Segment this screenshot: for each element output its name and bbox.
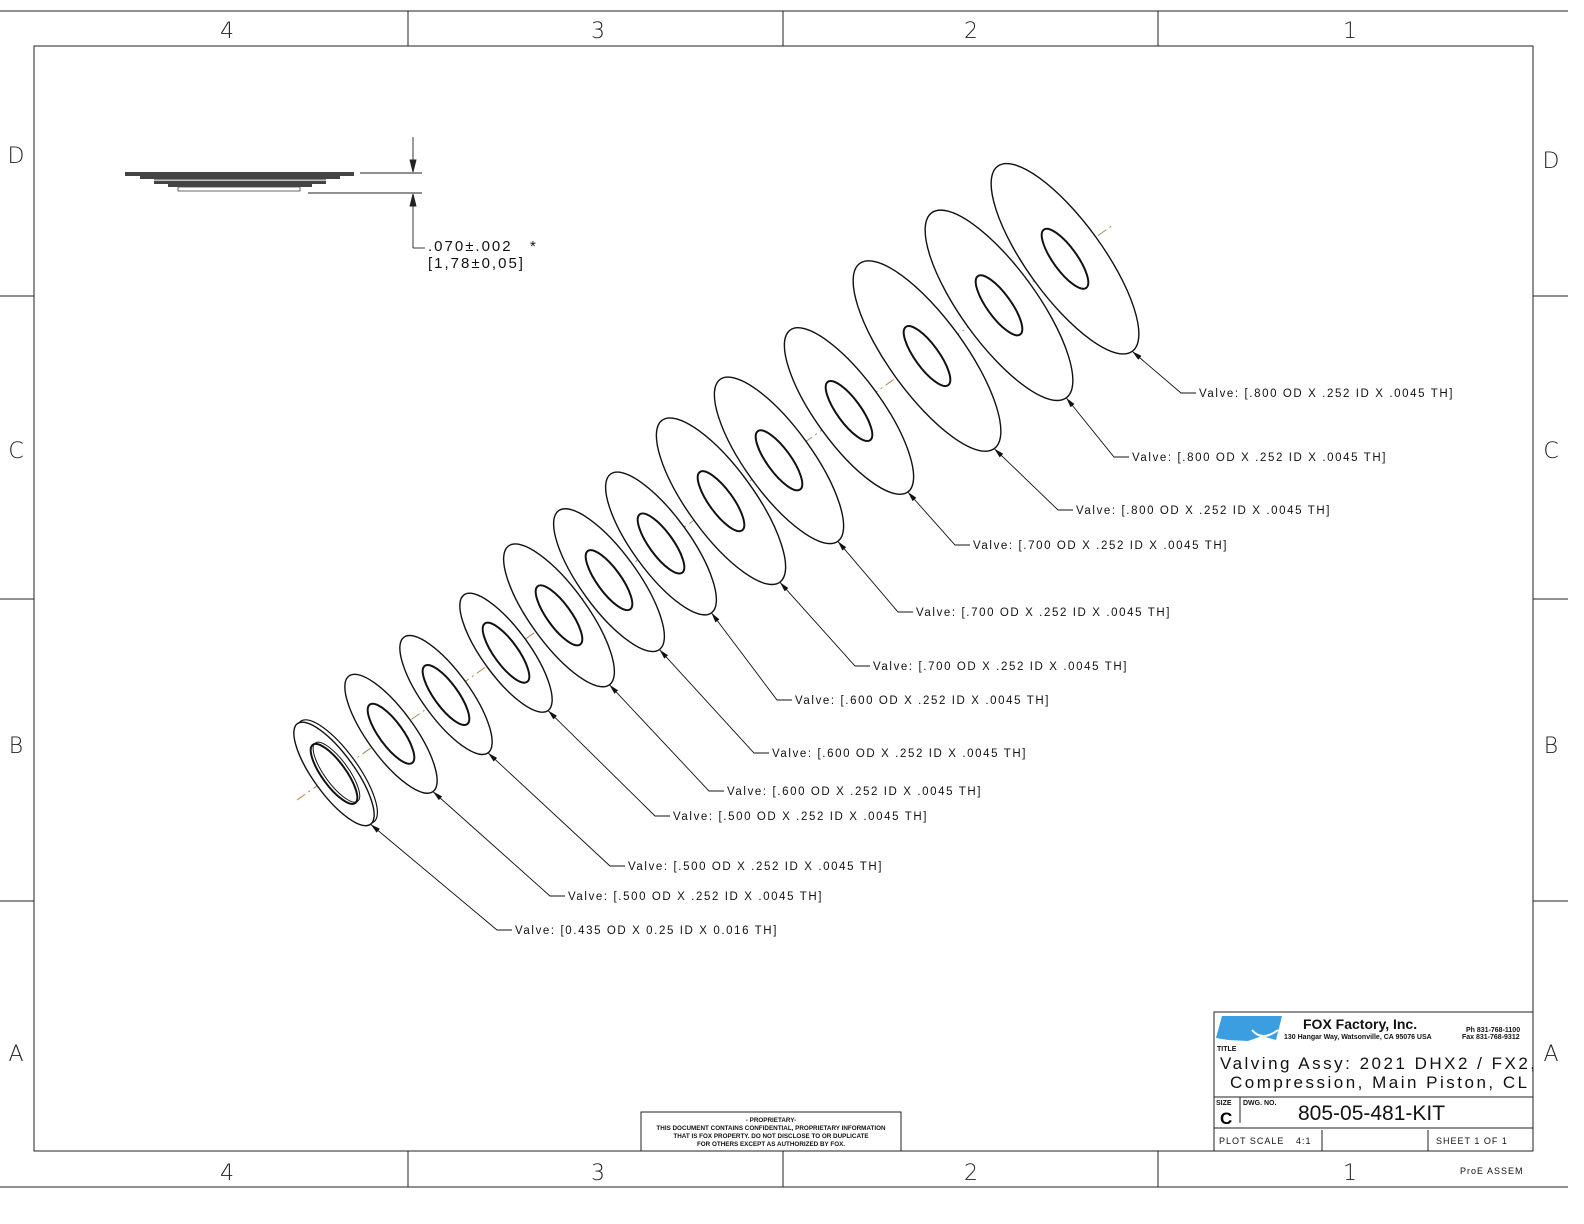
leader-line: [547, 710, 670, 817]
side-view-stack: [125, 172, 354, 192]
washer: [293, 719, 378, 827]
zone-col-3-bottom: 3: [591, 1161, 605, 1186]
exploded-washer-stack: [293, 162, 1140, 827]
thickness-dimension-metric: [1,78±0,05]: [428, 255, 525, 272]
leader-arrow-icon: [907, 491, 917, 502]
zone-row-d-left: D: [8, 144, 25, 169]
thickness-dimension-value: .070±.002: [428, 238, 513, 255]
washer: [502, 543, 616, 688]
washer: [990, 162, 1140, 355]
fox-logo: [1216, 1016, 1282, 1041]
leader-line: [370, 823, 512, 931]
valve-callout-label: Valve: [.700 OD X .252 ID X .0045 TH]: [916, 607, 1171, 619]
leader-line: [907, 491, 970, 546]
company-address: 130 Hangar Way, Watsonville, CA 95076 US…: [1284, 1034, 1432, 1041]
proprietary-notice: - PROPRIETARY- THIS DOCUMENT CONTAINS CO…: [640, 1111, 902, 1152]
size-value: C: [1220, 1109, 1232, 1128]
valve-callout-label: Valve: [0.435 OD X 0.25 ID X 0.016 TH]: [515, 925, 778, 937]
plot-scale-label: PLOT SCALE: [1219, 1136, 1284, 1146]
dimension-note-mark: *: [530, 238, 538, 255]
leader-line: [1131, 350, 1196, 394]
proprietary-line-1: THIS DOCUMENT CONTAINS CONFIDENTIAL, PRO…: [656, 1125, 886, 1132]
zone-row-d-right: D: [1543, 149, 1560, 174]
valve-callout-label: Valve: [.800 OD X .252 ID X .0045 TH]: [1076, 505, 1331, 517]
leader-arrow-icon: [994, 448, 1004, 458]
valve-callout-label: Valve: [.600 OD X .252 ID X .0045 TH]: [727, 786, 982, 798]
valve-callout-label: Valve: [.700 OD X .252 ID X .0045 TH]: [873, 661, 1128, 673]
leader-arrow-icon: [659, 649, 669, 659]
company-phone: Ph 831-768-1100: [1466, 1027, 1520, 1034]
company-name: FOX Factory, Inc.: [1303, 1016, 1417, 1032]
valve-callout-label: Valve: [.500 OD X .252 ID X .0045 TH]: [568, 891, 823, 903]
valve-callout-label: Valve: [.800 OD X .252 ID X .0045 TH]: [1132, 452, 1387, 464]
title-block: FOX Factory, Inc. 130 Hangar Way, Watson…: [1213, 1011, 1538, 1176]
leader-line: [1065, 397, 1129, 458]
size-label: SIZE: [1216, 1100, 1232, 1107]
zone-col-4-bottom: 4: [220, 1161, 234, 1186]
leader-line: [609, 684, 724, 792]
leader-arrow-icon: [370, 824, 380, 833]
sheet-number: SHEET 1 OF 1: [1436, 1136, 1508, 1146]
proprietary-line-2: THAT IS FOX PROPERTY. DO NOT DISCLOSE TO…: [673, 1133, 868, 1140]
zone-col-3-top: 3: [591, 19, 605, 44]
plot-scale-value: 4:1: [1296, 1136, 1312, 1146]
leader-arrow-icon: [609, 684, 619, 694]
valve-callout-label: Valve: [.700 OD X .252 ID X .0045 TH]: [973, 540, 1228, 552]
leader-line: [432, 791, 565, 897]
washer-outer-edge: [502, 543, 616, 688]
zone-row-a-left: A: [8, 1042, 23, 1067]
leader-arrow-icon: [779, 582, 789, 592]
zone-col-1-bottom: 1: [1343, 1161, 1357, 1186]
zone-col-1-top: 1: [1343, 19, 1357, 44]
leader-line: [487, 752, 625, 867]
zone-col-2-top: 2: [964, 19, 978, 44]
valve-callout-label: Valve: [.600 OD X .252 ID X .0045 TH]: [772, 748, 1027, 760]
leader-arrow-icon: [1066, 397, 1075, 408]
washer-inner-edge-back: [312, 741, 361, 803]
leader-line: [779, 581, 870, 667]
washer: [713, 376, 845, 545]
valve-callout-label: Valve: [.500 OD X .252 ID X .0045 TH]: [673, 811, 928, 823]
valve-callout-label: Valve: [.500 OD X .252 ID X .0045 TH]: [628, 861, 883, 873]
proprietary-line-3: FOR OTHERS EXCEPT AS AUTHORIZED BY FOX.: [697, 1141, 845, 1148]
valve-callout-label: Valve: [.600 OD X .252 ID X .0045 TH]: [795, 695, 1050, 707]
zone-labels: 4 3 2 1 4 3 2 1 D C B A D C B A: [8, 19, 1560, 1186]
leader-arrow-icon: [488, 752, 498, 762]
zone-col-2-bottom: 2: [964, 1161, 978, 1186]
leader-line: [659, 649, 769, 754]
drawing-number: 805-05-481-KIT: [1298, 1102, 1445, 1125]
valve-callout-label: Valve: [.800 OD X .252 ID X .0045 TH]: [1199, 388, 1454, 400]
thickness-dimension: [308, 137, 425, 249]
model-type: ProE ASSEM: [1460, 1166, 1524, 1176]
callout-leaders: Valve: [0.435 OD X 0.25 ID X 0.016 TH] Va…: [370, 350, 1454, 937]
title-label: TITLE: [1217, 1046, 1237, 1053]
zone-row-b-left: B: [9, 734, 23, 759]
leader-arrow-icon: [837, 541, 847, 551]
title-line-2: Compression, Main Piston, CL: [1230, 1073, 1530, 1092]
zone-row-b-right: B: [1544, 734, 1558, 759]
company-fax: Fax 831-768-9312: [1462, 1034, 1520, 1041]
leader-line: [837, 541, 913, 613]
proprietary-heading: - PROPRIETARY-: [746, 1117, 796, 1124]
zone-row-a-right: A: [1543, 1042, 1558, 1067]
leader-arrow-icon: [548, 710, 557, 720]
leader-arrow-icon: [711, 612, 720, 623]
leader-arrow-icon: [433, 791, 443, 801]
zone-row-c-left: C: [8, 439, 23, 464]
dwg-no-label: DWG. NO.: [1243, 1100, 1276, 1107]
leader-line: [711, 612, 792, 701]
zone-row-c-right: C: [1543, 439, 1558, 464]
leader-line: [993, 448, 1073, 511]
zone-col-4-top: 4: [220, 19, 234, 44]
title-line-1: Valving Assy: 2021 DHX2 / FX2,: [1220, 1054, 1538, 1073]
leader-arrow-icon: [1132, 351, 1142, 360]
